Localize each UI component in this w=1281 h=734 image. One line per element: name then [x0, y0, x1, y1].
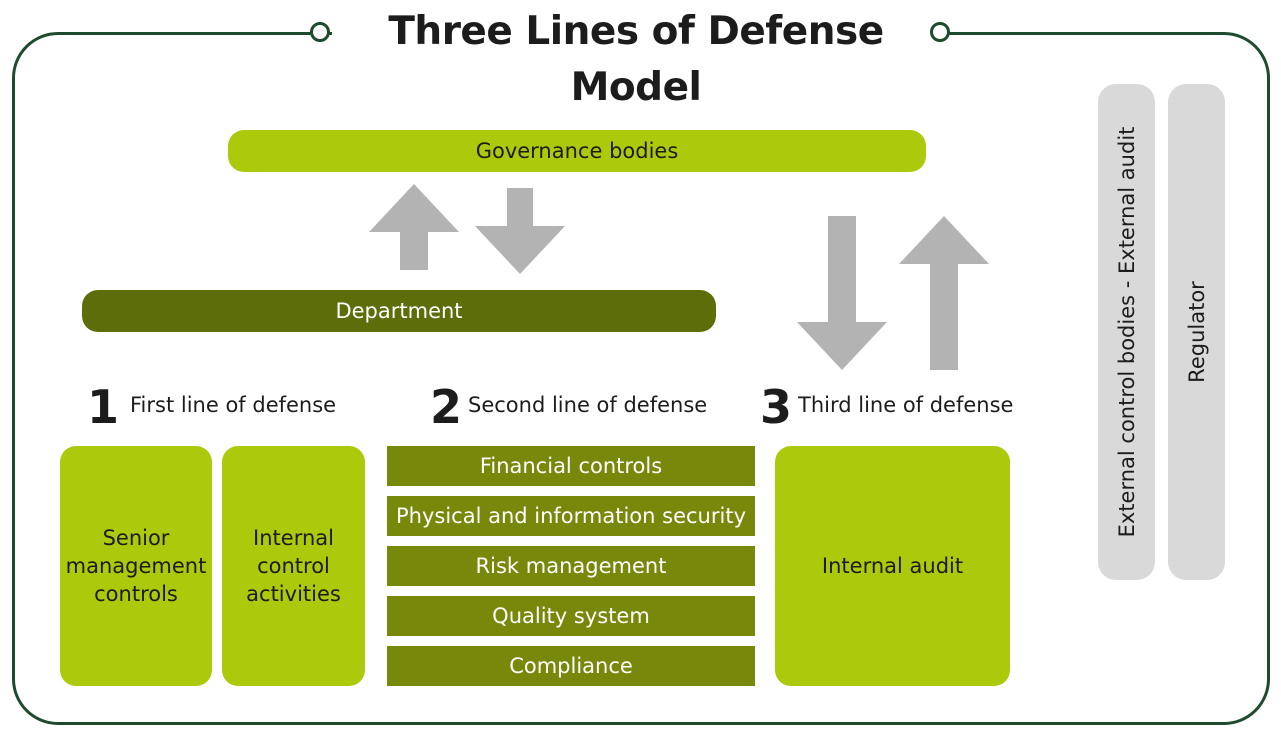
- line-1-label: First line of defense: [130, 393, 337, 417]
- title-left-connector-icon: [310, 22, 330, 42]
- line-1-number: 1: [87, 380, 120, 434]
- senior-management-controls-label: Senior management controls: [65, 526, 207, 606]
- line-3-number: 3: [760, 380, 793, 434]
- arrow-up-icon: [899, 216, 989, 370]
- arrow-up-icon: [369, 184, 459, 270]
- regulator-bar: Regulator: [1168, 84, 1225, 580]
- page-title: Three Lines of Defense Model: [388, 9, 884, 110]
- arrow-down-icon: [797, 216, 887, 370]
- regulator-label: Regulator: [1184, 281, 1209, 383]
- arrow-down-icon: [475, 188, 565, 274]
- internal-audit-label: Internal audit: [821, 554, 964, 578]
- senior-management-controls-box: Senior management controls: [60, 446, 212, 686]
- governance-bodies-bar: Governance bodies: [228, 130, 926, 172]
- second-line-item: Risk management: [387, 546, 755, 586]
- external-control-bodies-label: External control bodies - External audit: [1114, 126, 1139, 538]
- internal-control-activities-box: Internal control activities: [222, 446, 365, 686]
- internal-audit-box: Internal audit: [775, 446, 1010, 686]
- title-background: [332, 0, 940, 62]
- second-line-item: Quality system: [387, 596, 755, 636]
- line-2-number: 2: [430, 380, 463, 434]
- line-3-label: Third line of defense: [798, 393, 1014, 417]
- department-bar: Department: [82, 290, 716, 332]
- title-right-connector-icon: [930, 22, 950, 42]
- line-2-label: Second line of defense: [468, 393, 708, 417]
- internal-control-activities-label: Internal control activities: [246, 526, 341, 606]
- second-line-item: Physical and information security: [387, 496, 755, 536]
- external-control-bodies-bar: External control bodies - External audit: [1098, 84, 1155, 580]
- second-line-item: Compliance: [387, 646, 755, 686]
- second-line-item: Financial controls: [387, 446, 755, 486]
